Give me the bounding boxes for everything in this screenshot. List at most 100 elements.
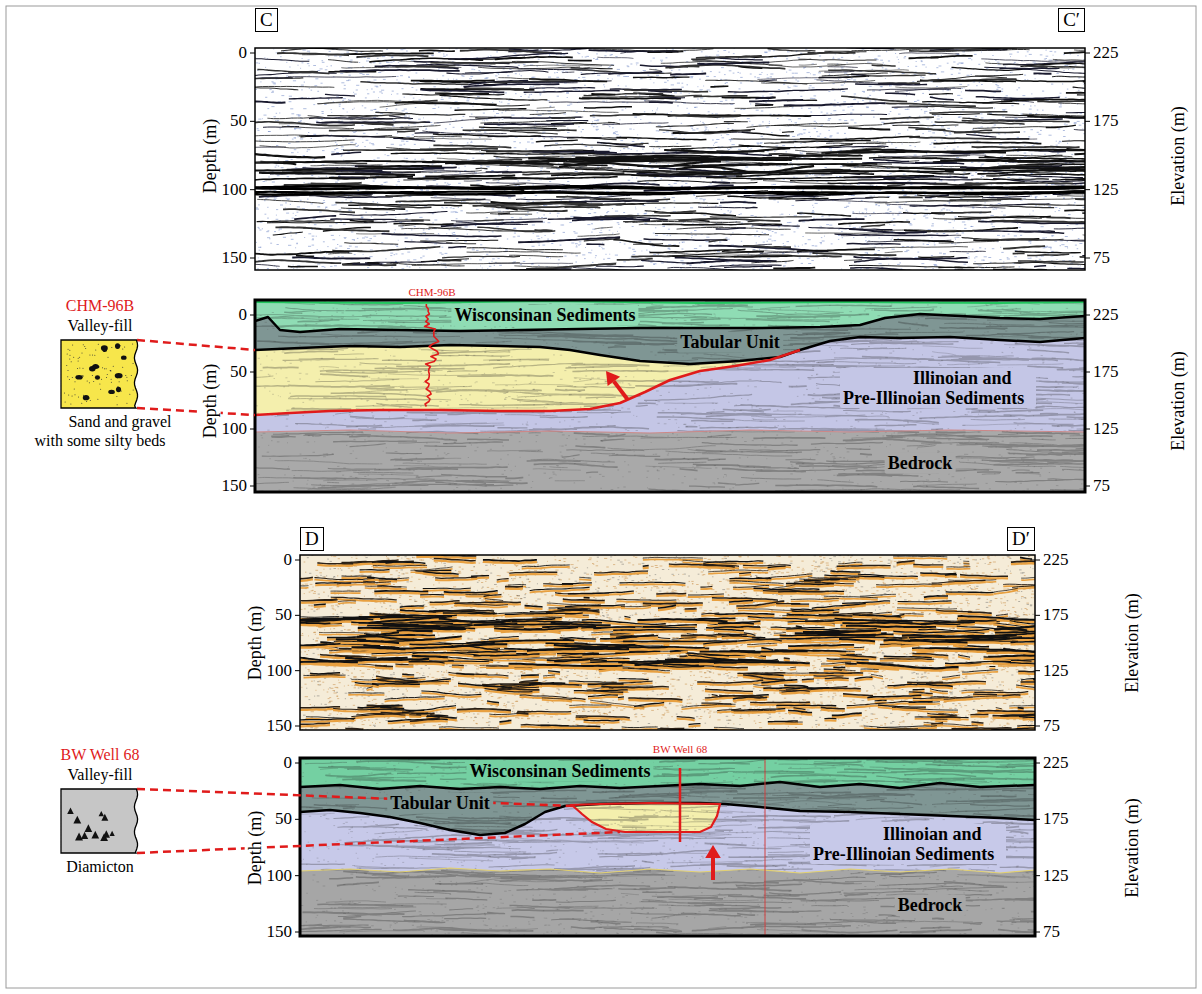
seismic-reflector <box>433 134 541 136</box>
reflector-halo <box>643 566 649 569</box>
seismic-reflector <box>463 84 559 86</box>
seismic-reflector <box>696 464 738 466</box>
seismic-reflector <box>551 117 575 119</box>
seismic-reflector <box>986 174 1085 176</box>
seismic-reflector <box>814 174 832 175</box>
seismic-reflector <box>931 56 973 58</box>
seismic-reflector <box>882 489 960 490</box>
seismic-reflector <box>954 266 1014 268</box>
reflector-halo <box>861 670 879 672</box>
seismic-reflector <box>391 153 595 154</box>
seismic-reflector <box>1049 322 1085 324</box>
seismic-reflector <box>557 386 635 387</box>
seismic-reflector <box>533 469 581 471</box>
seismic-reflector <box>767 49 815 51</box>
seismic-reflector <box>573 217 633 219</box>
seismic-reflector <box>885 332 963 334</box>
reflector-halo <box>374 592 428 595</box>
seismic-reflector <box>605 381 719 382</box>
seismic-reflector <box>360 82 468 84</box>
seismic-reflector <box>893 411 911 413</box>
seismic-reflector <box>329 177 413 178</box>
seismic-reflector <box>1054 228 1085 229</box>
seismic-reflector <box>706 412 724 413</box>
reflector-halo <box>876 586 942 587</box>
seismic-reflector <box>1041 345 1085 348</box>
seismic-reflector <box>421 350 469 351</box>
reflector-halo <box>968 614 992 615</box>
reflector-halo <box>520 697 586 702</box>
seismic-reflector <box>366 388 408 390</box>
reflector-halo <box>936 612 972 614</box>
seismic-reflector <box>708 458 726 460</box>
seismic-reflector <box>506 82 578 83</box>
seismic-reflector <box>257 69 329 73</box>
seismic-reflector <box>1029 398 1085 400</box>
seismic-reflector <box>714 613 774 615</box>
seismic-reflector <box>842 340 902 341</box>
seismic-reflector <box>866 141 920 143</box>
seismic-reflector <box>1067 390 1085 391</box>
seismic-reflector <box>321 367 339 368</box>
seismic-reflector <box>464 88 524 89</box>
seismic-reflector <box>418 360 430 361</box>
seismic-reflector <box>633 92 663 94</box>
seismic-reflector <box>358 428 376 429</box>
seismic-reflector <box>950 251 986 253</box>
seismic-reflector <box>781 141 871 143</box>
seismic-reflector <box>255 153 325 158</box>
seismic-reflector <box>662 322 704 323</box>
reflector-halo <box>475 675 487 677</box>
reflector-halo <box>1018 673 1035 675</box>
seismic-reflector <box>782 131 794 133</box>
seismic-reflector <box>720 201 756 204</box>
reflector-halo <box>801 714 807 715</box>
seismic-reflector <box>395 199 485 202</box>
seismic-reflector <box>367 687 373 689</box>
seismic-reflector <box>499 78 565 80</box>
seismic-reflector <box>835 234 949 236</box>
seismic-reflector <box>608 446 716 450</box>
seismic-reflector <box>1062 451 1085 453</box>
seismic-reflector <box>459 404 537 406</box>
seismic-reflector <box>917 484 977 486</box>
seismic-reflector <box>546 120 588 121</box>
reflector-halo <box>700 587 712 590</box>
reflector-halo <box>456 674 474 677</box>
seismic-reflector <box>308 488 368 489</box>
illinoian-unit <box>255 337 1085 433</box>
reflector-halo <box>304 676 346 679</box>
seismic-reflector <box>620 51 644 53</box>
seismic-reflector <box>605 215 671 217</box>
seismic-reflector <box>717 306 753 308</box>
seismic-reflector <box>307 135 385 137</box>
seismic-reflector <box>346 480 448 486</box>
seismic-reflector <box>712 369 814 370</box>
well-log <box>425 304 439 407</box>
seismic-reflector <box>670 73 706 74</box>
seismic-reflector <box>410 320 452 321</box>
seismic-reflector <box>593 49 713 51</box>
seismic-reflector <box>664 148 790 152</box>
seismic-reflector <box>437 158 467 160</box>
seismic-reflector <box>748 309 844 312</box>
reflector-halo <box>543 677 555 678</box>
seismic-reflector <box>494 338 596 342</box>
seismic-reflector <box>267 222 387 223</box>
reflector-halo <box>619 584 685 585</box>
seismic-reflector <box>867 89 951 91</box>
seismic-reflector <box>382 234 502 237</box>
seismic-reflector <box>755 103 773 105</box>
seismic-reflector <box>587 686 653 690</box>
seismic-reflector <box>613 240 679 246</box>
seismic-reflector <box>962 424 1046 426</box>
reflector-halo <box>348 694 384 696</box>
reflector-halo <box>621 607 651 608</box>
seismic-reflector <box>1002 309 1038 314</box>
seismic-reflector <box>350 444 386 447</box>
seismic-reflector <box>575 463 587 464</box>
seismic-reflector <box>971 409 995 411</box>
seismic-reflector <box>640 321 730 325</box>
seismic-reflector <box>731 139 833 141</box>
seismic-reflector <box>958 217 1042 219</box>
